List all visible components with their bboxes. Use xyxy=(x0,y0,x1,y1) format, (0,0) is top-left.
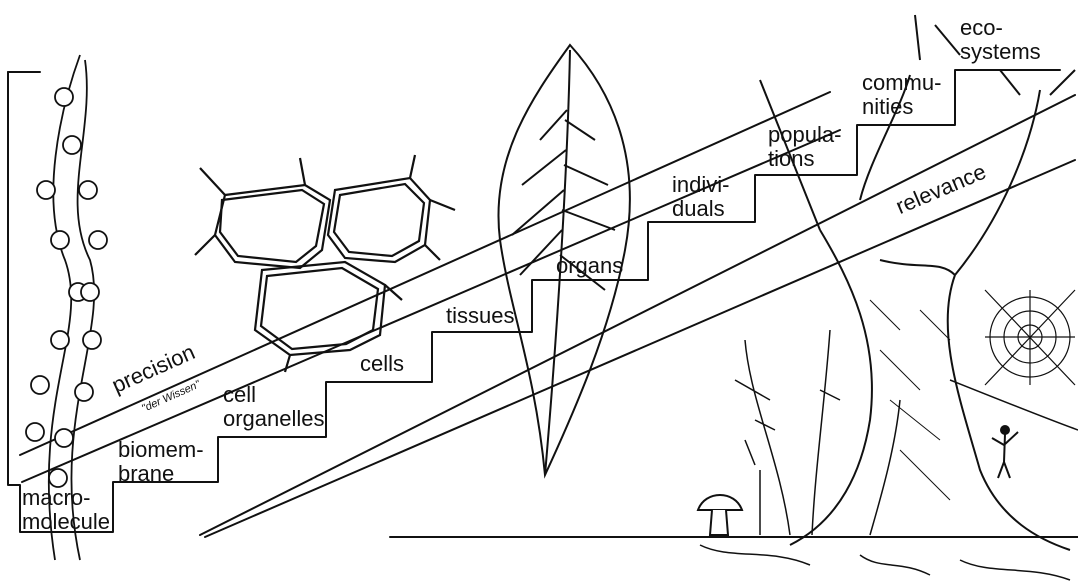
label-individuals: indivi- duals xyxy=(672,173,729,221)
mushroom-icon xyxy=(698,495,742,535)
precision-band-upper xyxy=(20,92,830,455)
shrub-icon xyxy=(735,330,900,535)
human-figure-icon xyxy=(992,426,1018,478)
spider-web-icon xyxy=(985,290,1075,385)
hill xyxy=(950,380,1078,430)
label-organs: organs xyxy=(556,254,623,278)
plant-cells-icon xyxy=(195,155,455,372)
label-cells: cells xyxy=(360,352,404,376)
label-macromolecule: macro- molecule xyxy=(22,486,110,534)
label-populations: popula- tions xyxy=(768,123,841,171)
label-tissues: tissues xyxy=(446,304,514,328)
label-cell-organelles: cell organelles xyxy=(223,383,325,431)
label-biomembrane: biomem- brane xyxy=(118,438,204,486)
roots xyxy=(700,545,1070,580)
label-communities: commu- nities xyxy=(862,71,941,119)
label-ecosystems: eco- systems xyxy=(960,16,1041,64)
